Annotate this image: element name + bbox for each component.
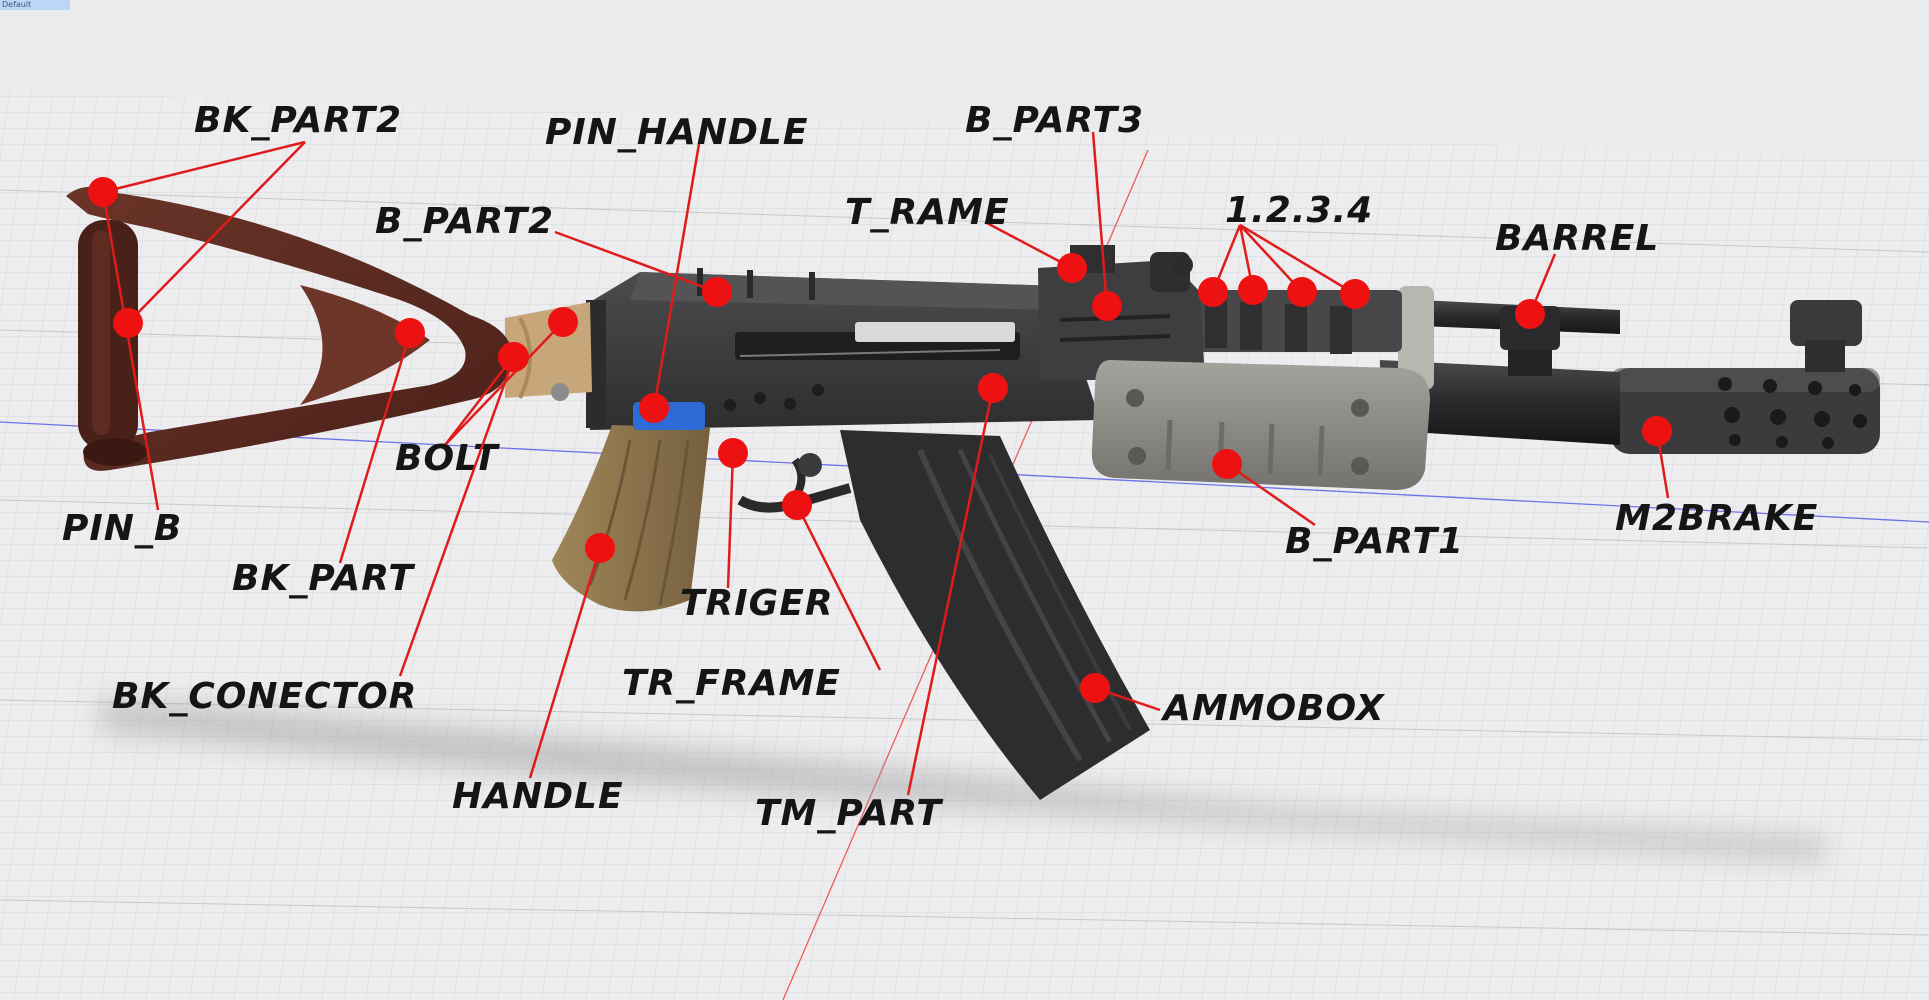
callout-pin-b[interactable]: PIN_B <box>62 508 182 549</box>
callout-marker[interactable] <box>1080 673 1110 703</box>
callout-barrel[interactable]: BARREL <box>1495 218 1659 315</box>
callout-label: BK_PART <box>232 558 415 599</box>
callout-marker[interactable] <box>1212 449 1242 479</box>
callout-label: BOLT <box>395 438 500 479</box>
callout-marker[interactable] <box>1238 275 1268 305</box>
window-title-chip[interactable]: Default <box>0 0 70 10</box>
callout-label: TRIGER <box>680 583 834 624</box>
leader-line <box>906 387 995 796</box>
callout-marker[interactable] <box>585 533 615 563</box>
callout-label: PIN_HANDLE <box>545 112 808 153</box>
callout-ammobox[interactable]: AMMOBOX <box>1094 686 1386 729</box>
leader-line <box>1239 223 1356 296</box>
callout-label: 1.2.3.4 <box>1225 190 1373 231</box>
callout-bk-part[interactable]: BK_PART <box>232 332 415 599</box>
leader-line <box>101 191 160 511</box>
callout-b-part2[interactable]: B_PART2 <box>375 201 718 294</box>
callout-label: AMMOBOX <box>1160 688 1386 729</box>
callout-marker[interactable] <box>1515 299 1545 329</box>
callout-tr-frame[interactable]: TR_FRAME <box>622 504 882 704</box>
callout-bk-part2[interactable]: BK_PART2 <box>102 100 402 324</box>
callout-label: PIN_B <box>62 508 182 549</box>
callout-b-part3[interactable]: B_PART3 <box>965 100 1144 307</box>
part-b-part1[interactable] <box>1091 360 1430 490</box>
leader-line <box>1239 224 1303 293</box>
callout-marker[interactable] <box>1198 277 1228 307</box>
callout-1234[interactable]: 1.2.3.4 <box>1211 190 1373 296</box>
callout-label: M2BRAKE <box>1615 498 1818 539</box>
callout-pin-handle[interactable]: PIN_HANDLE <box>545 112 808 409</box>
callout-label: BK_PART2 <box>194 100 402 141</box>
leader-line <box>398 356 516 677</box>
part-ammobox[interactable] <box>840 430 1150 800</box>
part-bk-part2[interactable] <box>78 220 147 466</box>
callout-tm-part[interactable]: TM_PART <box>755 387 995 834</box>
leader-line <box>652 137 702 409</box>
part-receiver[interactable] <box>586 245 1205 430</box>
callout-b-part1[interactable]: B_PART1 <box>1226 462 1464 562</box>
callout-marker[interactable] <box>113 308 143 338</box>
callout-m2brake[interactable]: M2BRAKE <box>1615 430 1818 539</box>
leader-line <box>795 504 882 671</box>
callout-pin-b-leaders <box>101 191 160 511</box>
callout-marker[interactable] <box>718 438 748 468</box>
callout-marker[interactable] <box>782 490 812 520</box>
callout-marker[interactable] <box>978 373 1008 403</box>
leader-line <box>1226 462 1316 527</box>
leader-line <box>554 230 718 294</box>
part-handle[interactable] <box>552 425 710 612</box>
callout-marker[interactable] <box>395 318 425 348</box>
callout-handle[interactable]: HANDLE <box>452 547 624 817</box>
callout-marker[interactable] <box>1057 253 1087 283</box>
leader-line <box>984 220 1073 270</box>
leader-line <box>1091 131 1109 307</box>
callout-marker[interactable] <box>1340 279 1370 309</box>
callout-label: T_RAME <box>845 192 1010 233</box>
callout-label: TR_FRAME <box>622 663 841 704</box>
callout-marker[interactable] <box>702 277 732 307</box>
leader-line <box>444 356 514 446</box>
callout-marker[interactable] <box>1092 291 1122 321</box>
callout-triger[interactable]: TRIGER <box>680 452 834 624</box>
callout-marker[interactable] <box>1287 277 1317 307</box>
leader-line <box>102 140 306 194</box>
callout-label: HANDLE <box>452 776 624 817</box>
callout-marker[interactable] <box>639 393 669 423</box>
callout-marker[interactable] <box>548 307 578 337</box>
part-m2brake[interactable] <box>1610 300 1880 454</box>
leader-line <box>127 141 306 324</box>
leader-line <box>726 452 735 589</box>
callout-marker[interactable] <box>1642 416 1672 446</box>
callout-marker[interactable] <box>499 342 529 372</box>
leader-line <box>528 547 602 779</box>
callout-t-rame[interactable]: T_RAME <box>845 192 1073 270</box>
leader-line <box>338 332 412 564</box>
callout-bk-conector[interactable]: BK_CONECTOR <box>112 356 516 717</box>
rifle-model[interactable] <box>66 186 1880 800</box>
callout-label: BK_CONECTOR <box>112 676 417 717</box>
callout-label: B_PART1 <box>1285 521 1464 562</box>
callout-marker[interactable] <box>88 177 118 207</box>
part-bk-part[interactable] <box>66 186 513 471</box>
callout-label: B_PART2 <box>375 201 554 242</box>
callout-label: B_PART3 <box>965 100 1144 141</box>
callout-label: BARREL <box>1495 218 1659 259</box>
callout-label: TM_PART <box>755 793 943 834</box>
